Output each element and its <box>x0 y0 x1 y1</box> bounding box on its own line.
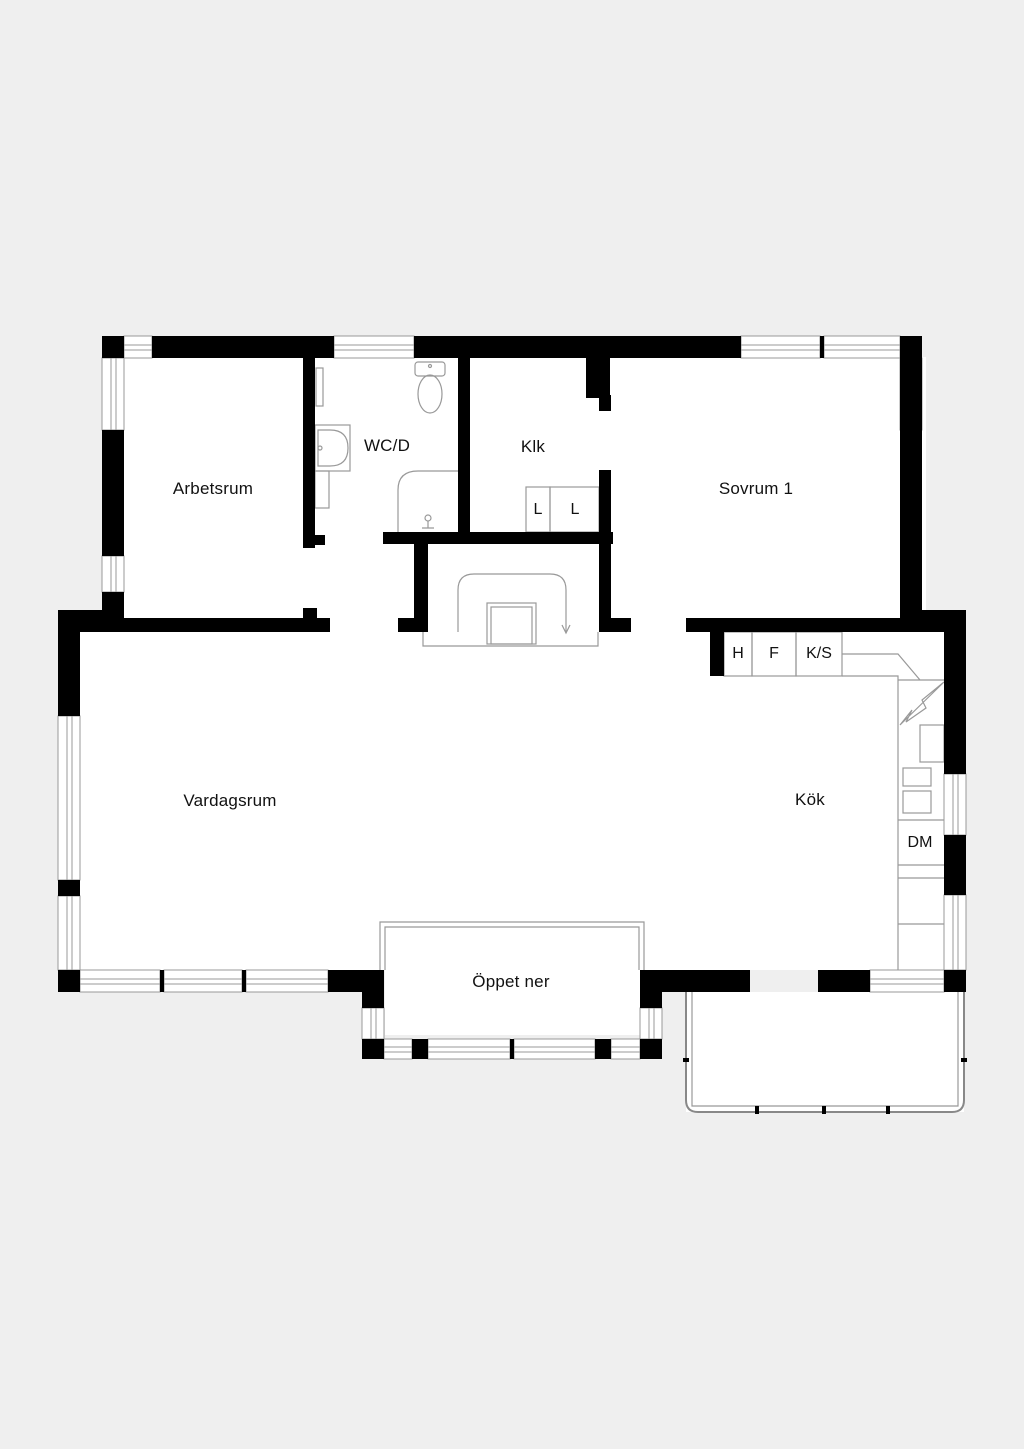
balcony-post-icon <box>886 1106 890 1114</box>
window-icon <box>333 335 415 359</box>
stairs-icon <box>457 573 567 632</box>
window-icon <box>245 969 329 993</box>
wall-segment <box>383 532 613 544</box>
floor-areas <box>80 357 964 1112</box>
room-label-vardagsrum: Vardagsrum <box>183 791 277 810</box>
floor-area <box>900 632 944 970</box>
balcony-post-icon <box>961 1058 967 1062</box>
window-icon <box>79 969 161 993</box>
stove-plate-icon <box>902 790 932 814</box>
wall-segment <box>599 395 611 411</box>
window-icon <box>513 1038 596 1060</box>
window-icon <box>101 357 125 431</box>
wall-segment <box>458 358 470 534</box>
wall-segment <box>414 336 741 358</box>
wall-segment <box>599 470 611 630</box>
fixture-label-closet-l2: L <box>570 501 580 518</box>
window-icon <box>57 715 81 881</box>
wall-segment <box>328 970 384 992</box>
wall-segment <box>160 970 164 992</box>
balcony-post-icon <box>822 1106 826 1114</box>
wall-segment <box>818 970 870 992</box>
wall-segment <box>900 336 922 358</box>
wall-segment <box>595 1039 611 1059</box>
wall-segment <box>58 970 80 992</box>
stove-plate-icon <box>902 767 932 787</box>
balcony-post-icon <box>755 1106 759 1114</box>
toilet-tank-icon <box>414 361 446 377</box>
wall-segment <box>58 610 80 716</box>
room-label-klk: Klk <box>520 437 546 456</box>
wall-segment <box>398 618 428 632</box>
fixture-label-closet-l1: L <box>533 501 543 518</box>
window-icon <box>869 969 945 993</box>
floor-area <box>686 992 964 1112</box>
wall-segment <box>362 1039 384 1059</box>
floor-area <box>122 357 926 632</box>
room-label-wc-d: WC/D <box>363 436 411 455</box>
walls <box>58 336 966 1059</box>
wall-segment <box>640 1039 662 1059</box>
window-icon <box>610 1038 641 1060</box>
wall-segment <box>412 1039 428 1059</box>
wall-segment <box>58 880 80 896</box>
toilet-bowl-icon <box>417 374 443 414</box>
wall-segment <box>686 618 944 632</box>
wall-segment <box>102 336 124 358</box>
window-icon <box>57 895 81 971</box>
window-icon <box>123 335 153 359</box>
window-icon <box>101 555 125 593</box>
window-icon <box>943 773 967 836</box>
wall-segment <box>152 336 334 358</box>
room-label-kok: Kök <box>795 790 825 809</box>
wall-segment <box>586 358 610 398</box>
fixture-label-fixture-dm: DM <box>907 834 933 851</box>
wall-segment <box>640 992 662 1008</box>
balcony-post-icon <box>683 1058 689 1062</box>
wall-segment <box>303 535 325 545</box>
kitchen-counter-icon <box>842 653 944 970</box>
window-icon <box>943 894 967 971</box>
wall-segment <box>900 358 922 618</box>
wall-segment <box>414 544 428 632</box>
room-label-arbetsrum: Arbetsrum <box>172 479 254 498</box>
wall-segment <box>944 835 966 895</box>
wall-segment <box>944 610 966 774</box>
window-icon <box>823 335 901 359</box>
wall-segment <box>820 336 824 358</box>
room-label-sovrum-1: Sovrum 1 <box>718 479 794 498</box>
shower-icon <box>397 470 458 532</box>
fixture-label-fixture-f: F <box>769 645 779 662</box>
wall-segment <box>710 632 724 676</box>
room-label-oppet-ner: Öppet ner <box>472 972 550 991</box>
window-icon <box>639 1007 663 1040</box>
wall-segment <box>944 970 966 992</box>
window-icon <box>427 1038 511 1060</box>
window-icon <box>383 1038 413 1060</box>
towel-rail-icon <box>315 367 324 407</box>
fixture-label-fixture-ks: K/S <box>806 645 832 662</box>
wall-segment <box>242 970 246 992</box>
wall-segment <box>510 1039 514 1059</box>
wall-segment <box>362 992 384 1008</box>
railing-inner-icon <box>384 926 640 970</box>
wall-segment <box>640 970 750 992</box>
wall-segment <box>599 618 631 632</box>
floor-area <box>80 632 900 970</box>
railing-icon <box>379 921 645 970</box>
window-icon <box>361 1007 385 1040</box>
window-icon <box>163 969 243 993</box>
wall-segment <box>80 618 330 632</box>
fixture-label-fixture-h: H <box>732 645 744 662</box>
window-icon <box>740 335 821 359</box>
wall-segment <box>102 430 124 556</box>
wall-segment <box>303 358 315 548</box>
wall-segment <box>303 608 317 618</box>
floor-area <box>385 925 640 1035</box>
